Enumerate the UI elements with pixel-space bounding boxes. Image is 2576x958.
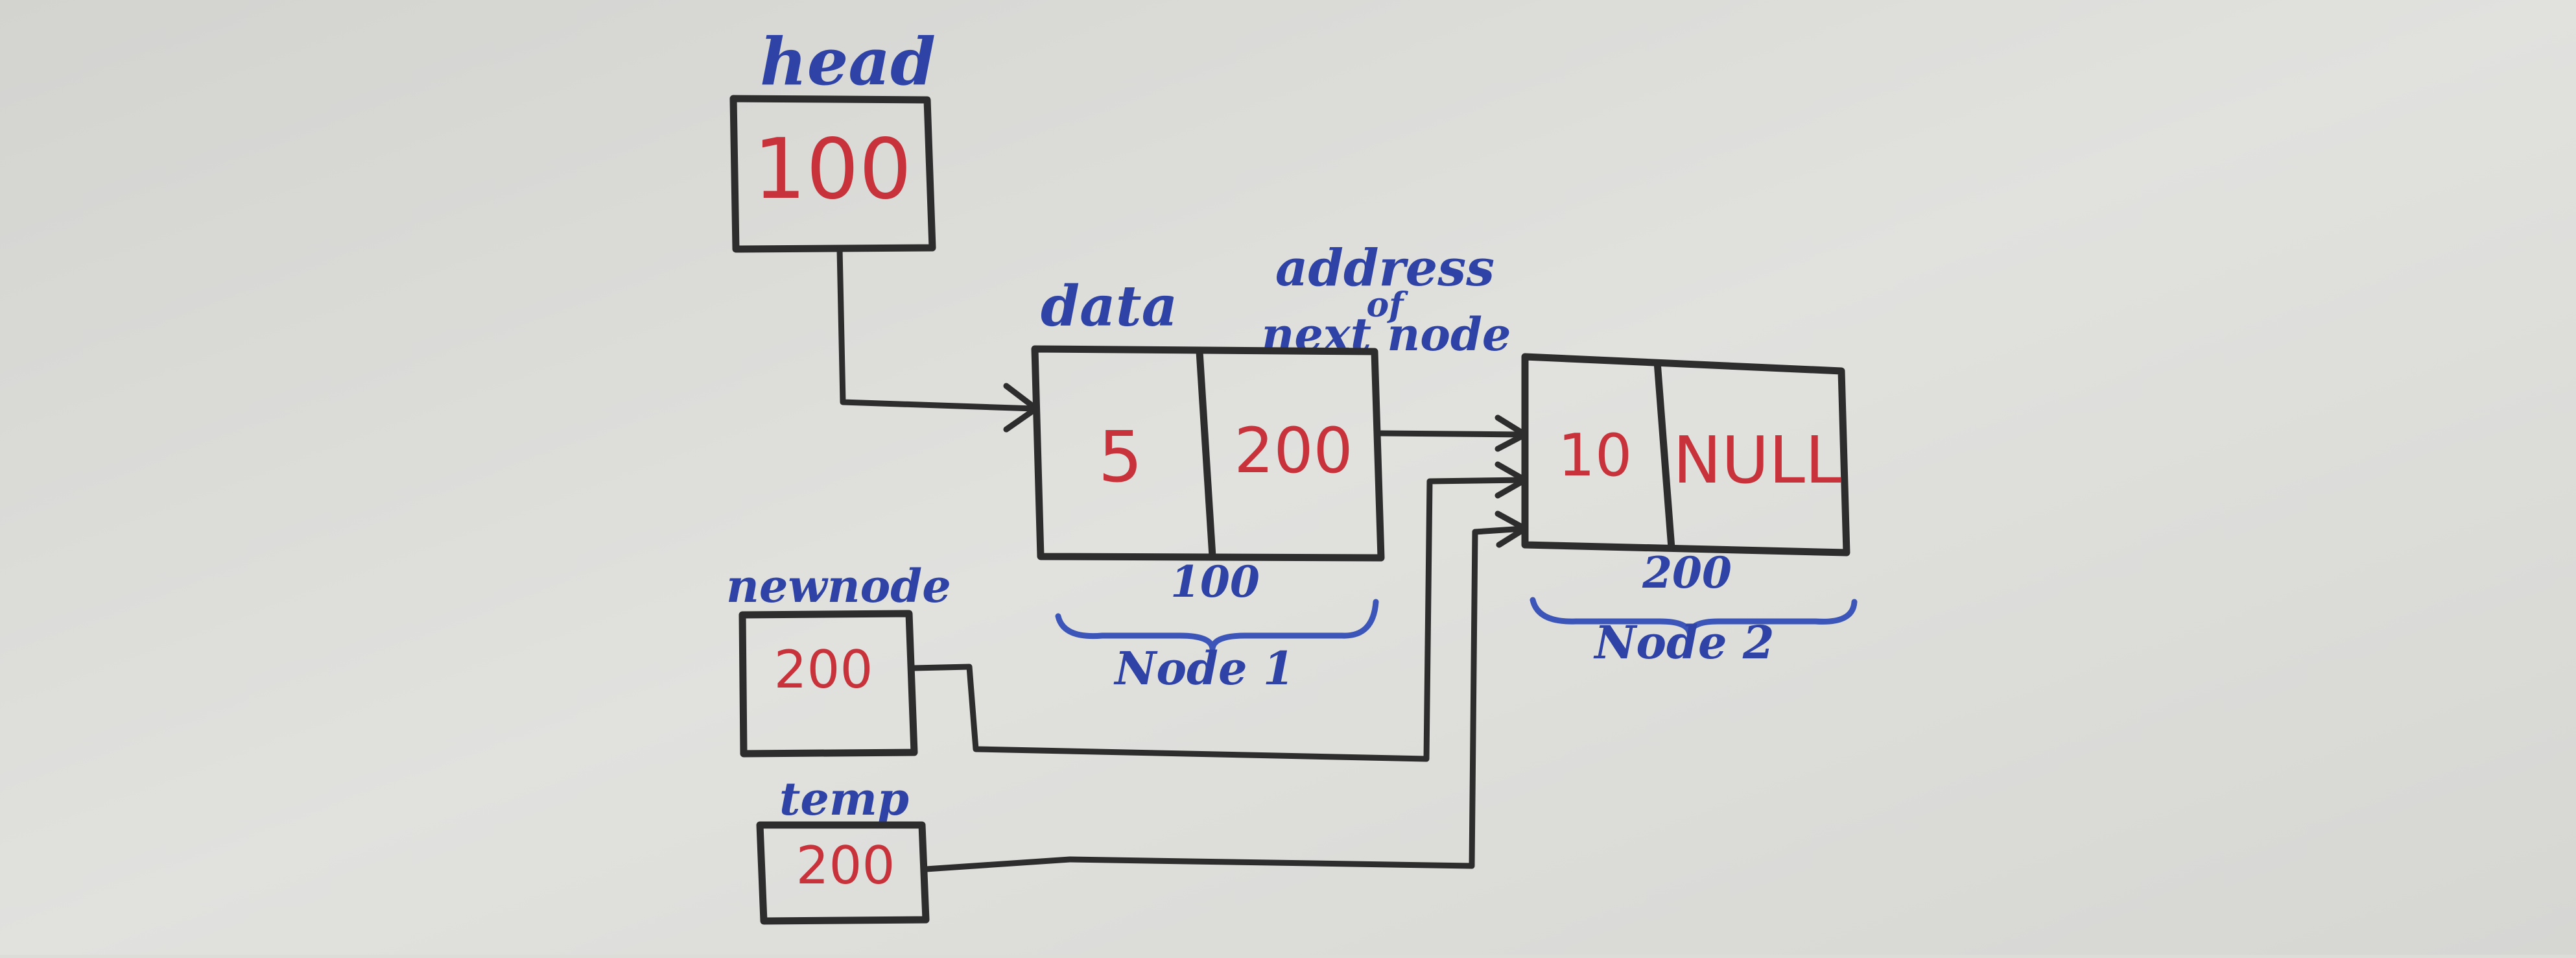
node2-brace bbox=[1530, 597, 1858, 636]
node1-brace bbox=[1055, 599, 1379, 652]
node2-address: 200 bbox=[1642, 547, 1732, 598]
newnode-label: newnode bbox=[726, 559, 951, 613]
node2-name: Node 2 bbox=[1593, 616, 1774, 669]
address-label-line2: of bbox=[1366, 285, 1408, 325]
node1-data: 5 bbox=[1098, 417, 1143, 498]
node2-data: 10 bbox=[1558, 422, 1633, 490]
newnode-to-node2-arrowhead bbox=[1495, 461, 1528, 499]
address-label-line1: address bbox=[1275, 239, 1495, 298]
node1-next: 200 bbox=[1234, 414, 1353, 487]
node1-divider bbox=[1196, 351, 1216, 557]
temp-to-node2-arrowhead bbox=[1495, 510, 1528, 548]
temp-value: 200 bbox=[796, 835, 895, 896]
temp-label: temp bbox=[779, 772, 909, 826]
head-box bbox=[729, 95, 936, 253]
node2-next: NULL bbox=[1673, 422, 1841, 498]
temp-box bbox=[756, 821, 930, 925]
newnode-box bbox=[739, 610, 918, 758]
head-label: head bbox=[760, 23, 936, 100]
newnode-value: 200 bbox=[774, 640, 873, 700]
node1-name: Node 1 bbox=[1113, 641, 1294, 695]
data-column-label: data bbox=[1041, 274, 1177, 339]
node1-address: 100 bbox=[1170, 557, 1260, 607]
node1-to-node2-arrow bbox=[1378, 430, 1527, 438]
node1-box bbox=[1031, 345, 1385, 562]
newnode-to-node2-arrow bbox=[911, 477, 1527, 762]
head-value: 100 bbox=[753, 121, 912, 218]
node2-divider bbox=[1653, 361, 1675, 549]
temp-to-node2-arrow bbox=[923, 525, 1527, 872]
head-to-node1-arrow bbox=[836, 246, 1037, 412]
